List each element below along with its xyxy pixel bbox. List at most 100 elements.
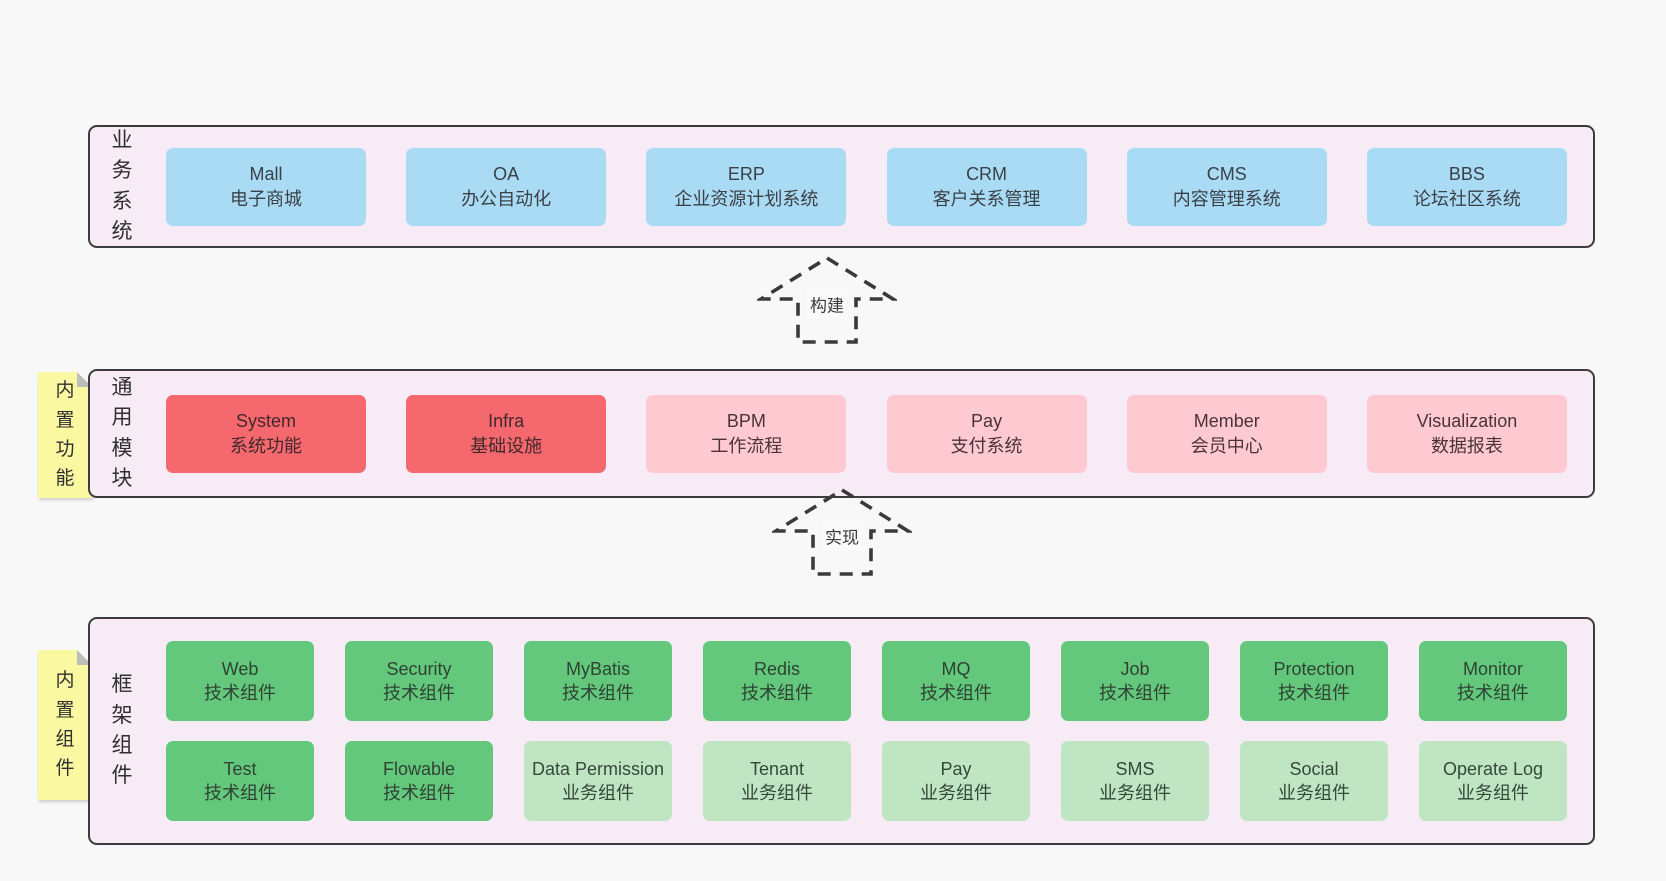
box-title: CRM bbox=[966, 164, 1008, 185]
box-subtitle: 论坛社区系统 bbox=[1412, 188, 1521, 209]
box-title: Social bbox=[1289, 758, 1339, 779]
section-label-common-modules: 通用模块 bbox=[111, 375, 133, 490]
box-subtitle: 内容管理系统 bbox=[1172, 188, 1281, 209]
box-title: MyBatis bbox=[565, 658, 630, 679]
dashed-up-arrow-icon bbox=[772, 487, 912, 576]
box-title: Member bbox=[1193, 411, 1260, 432]
box-subtitle: 企业资源计划系统 bbox=[674, 188, 819, 209]
section-framework-components: 框架组件 Web 技术组件 Security 技术组件 MyBatis 技术组件… bbox=[88, 617, 1595, 845]
dashed-up-arrow-icon bbox=[757, 255, 897, 344]
box-operate-log: Operate Log 业务组件 bbox=[1419, 741, 1567, 821]
sticky-note-builtin-components: 内置组件 bbox=[38, 650, 92, 800]
box-subtitle: 数据报表 bbox=[1430, 435, 1503, 456]
box-subtitle: 业务组件 bbox=[562, 783, 634, 803]
box-pay-business: Pay 业务组件 bbox=[882, 741, 1030, 821]
box-title: BPM bbox=[726, 411, 766, 432]
box-redis: Redis 技术组件 bbox=[703, 641, 851, 721]
box-subtitle: 技术组件 bbox=[562, 683, 634, 703]
arrow-implement: 实现 bbox=[772, 486, 912, 578]
box-subtitle: 业务组件 bbox=[920, 783, 992, 803]
box-web: Web 技术组件 bbox=[166, 641, 314, 721]
box-infra: Infra 基础设施 bbox=[406, 394, 607, 473]
box-subtitle: 客户关系管理 bbox=[932, 188, 1041, 209]
box-title: Tenant bbox=[749, 758, 805, 779]
box-security: Security 技术组件 bbox=[345, 641, 493, 721]
section-label-business-systems: 业务系统 bbox=[111, 128, 133, 243]
box-title: Redis bbox=[753, 658, 801, 679]
box-title: MQ bbox=[941, 658, 971, 679]
arrow-build-label: 构建 bbox=[807, 289, 847, 319]
box-title: Security bbox=[386, 658, 452, 679]
section-business-systems: 业务系统 Mall 电子商城 OA 办公自动化 ERP 企业资源计划系统 CRM… bbox=[88, 125, 1595, 248]
box-subtitle: 基础设施 bbox=[470, 435, 543, 456]
box-system: System 系统功能 bbox=[166, 394, 366, 473]
box-subtitle: 业务组件 bbox=[1457, 783, 1529, 803]
framework-row-1: Web 技术组件 Security 技术组件 MyBatis 技术组件 Redi… bbox=[166, 641, 1567, 721]
box-title: Pay bbox=[940, 758, 972, 779]
box-tenant: Tenant 业务组件 bbox=[703, 741, 851, 821]
box-title: Protection bbox=[1273, 658, 1355, 679]
box-title: Monitor bbox=[1462, 658, 1524, 679]
box-erp: ERP 企业资源计划系统 bbox=[646, 147, 847, 226]
box-subtitle: 支付系统 bbox=[950, 435, 1023, 456]
modules-boxes-row: System 系统功能 Infra 基础设施 BPM 工作流程 Pay 支付系统… bbox=[134, 394, 1593, 473]
box-title: Flowable bbox=[382, 758, 456, 779]
box-title: OA bbox=[493, 164, 520, 185]
box-title: ERP bbox=[727, 164, 765, 185]
box-mq: MQ 技术组件 bbox=[882, 641, 1030, 721]
box-job: Job 技术组件 bbox=[1061, 641, 1209, 721]
box-visualization: Visualization 数据报表 bbox=[1366, 394, 1567, 473]
framework-rows: Web 技术组件 Security 技术组件 MyBatis 技术组件 Redi… bbox=[134, 641, 1593, 821]
box-mall: Mall 电子商城 bbox=[166, 147, 366, 226]
box-title: Infra bbox=[488, 411, 525, 432]
box-cms: CMS 内容管理系统 bbox=[1126, 147, 1327, 226]
box-subtitle: 技术组件 bbox=[920, 683, 992, 703]
box-title: Job bbox=[1120, 658, 1150, 679]
box-title: Data Permission bbox=[531, 758, 665, 779]
box-subtitle: 技术组件 bbox=[383, 683, 455, 703]
box-title: Test bbox=[223, 758, 257, 779]
box-subtitle: 技术组件 bbox=[1278, 683, 1350, 703]
box-bpm: BPM 工作流程 bbox=[646, 394, 847, 473]
box-title: BBS bbox=[1448, 164, 1485, 185]
sticky-note-builtin-features: 内置功能 bbox=[38, 372, 92, 498]
box-subtitle: 业务组件 bbox=[741, 783, 813, 803]
box-subtitle: 工作流程 bbox=[710, 435, 783, 456]
section-common-modules: 通用模块 System 系统功能 Infra 基础设施 BPM 工作流程 Pay… bbox=[88, 369, 1595, 498]
box-title: System bbox=[235, 411, 296, 432]
box-sms: SMS 业务组件 bbox=[1061, 741, 1209, 821]
sticky-note-text: 内置功能 bbox=[55, 380, 75, 490]
box-subtitle: 技术组件 bbox=[204, 783, 276, 803]
box-title: Mall bbox=[249, 164, 283, 185]
box-pay: Pay 支付系统 bbox=[886, 394, 1087, 473]
arrow-implement-label: 实现 bbox=[822, 521, 862, 551]
box-subtitle: 技术组件 bbox=[204, 683, 276, 703]
box-subtitle: 业务组件 bbox=[1099, 783, 1171, 803]
box-title: Web bbox=[221, 658, 259, 679]
box-subtitle: 技术组件 bbox=[1099, 683, 1171, 703]
box-flowable: Flowable 技术组件 bbox=[345, 741, 493, 821]
box-title: SMS bbox=[1115, 758, 1155, 779]
box-oa: OA 办公自动化 bbox=[406, 147, 607, 226]
box-subtitle: 业务组件 bbox=[1278, 783, 1350, 803]
box-subtitle: 技术组件 bbox=[1457, 683, 1529, 703]
box-subtitle: 技术组件 bbox=[383, 783, 455, 803]
box-subtitle: 办公自动化 bbox=[461, 188, 552, 209]
box-title: Operate Log bbox=[1442, 758, 1544, 779]
business-boxes-row: Mall 电子商城 OA 办公自动化 ERP 企业资源计划系统 CRM 客户关系… bbox=[134, 147, 1593, 226]
sticky-note-text: 内置组件 bbox=[55, 670, 75, 780]
box-mybatis: MyBatis 技术组件 bbox=[524, 641, 672, 721]
box-subtitle: 技术组件 bbox=[741, 683, 813, 703]
box-test: Test 技术组件 bbox=[166, 741, 314, 821]
box-title: CMS bbox=[1206, 164, 1247, 185]
box-protection: Protection 技术组件 bbox=[1240, 641, 1388, 721]
box-bbs: BBS 论坛社区系统 bbox=[1366, 147, 1567, 226]
box-subtitle: 会员中心 bbox=[1190, 435, 1263, 456]
box-subtitle: 系统功能 bbox=[230, 435, 302, 456]
box-subtitle: 电子商城 bbox=[230, 188, 302, 209]
box-member: Member 会员中心 bbox=[1126, 394, 1327, 473]
framework-row-2: Test 技术组件 Flowable 技术组件 Data Permission … bbox=[166, 741, 1567, 821]
box-title: Visualization bbox=[1416, 411, 1518, 432]
box-social: Social 业务组件 bbox=[1240, 741, 1388, 821]
box-data-permission: Data Permission 业务组件 bbox=[524, 741, 672, 821]
